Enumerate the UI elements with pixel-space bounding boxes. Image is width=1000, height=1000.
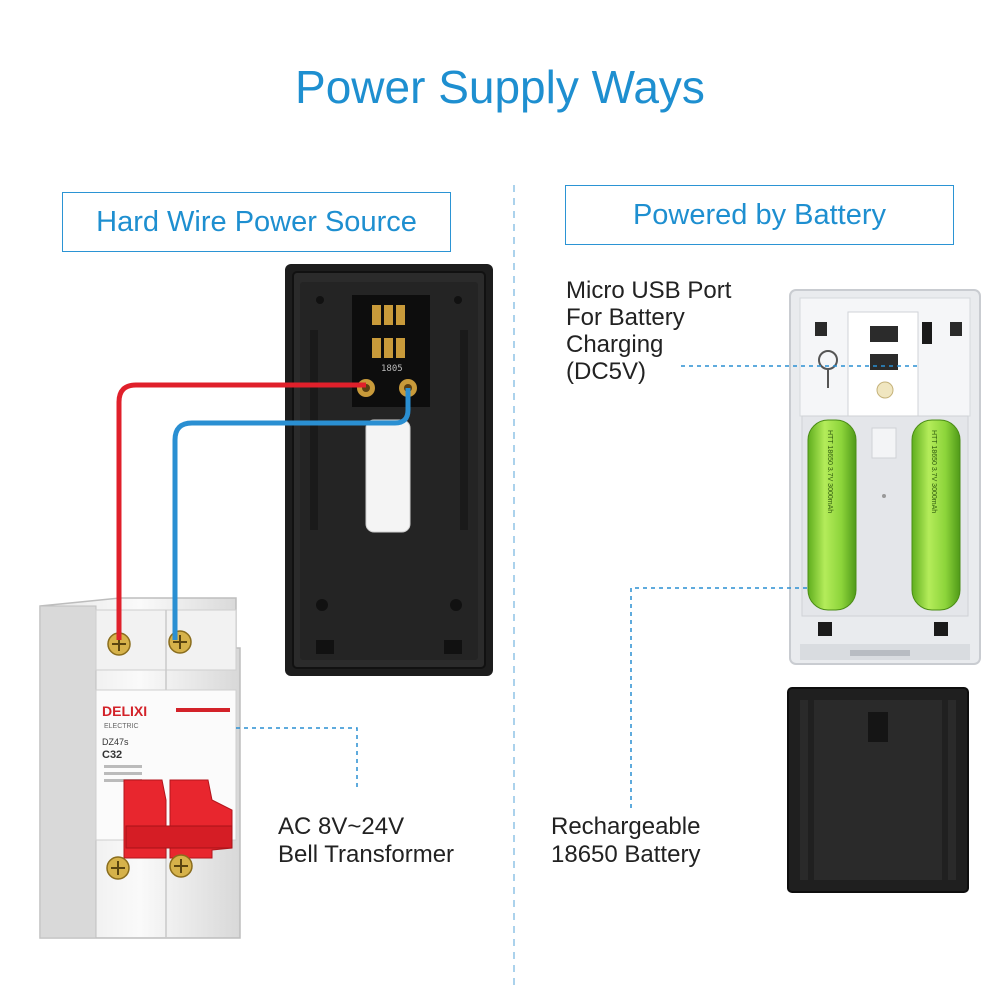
breaker-model: DZ47s [102, 737, 129, 747]
breaker-rating: C32 [102, 749, 122, 761]
blue-wire [172, 388, 411, 640]
usb-caption: Micro USB Port For Battery Charging (DC5… [566, 277, 732, 385]
battery-text-right: HTT 18650 3.7V 3000mAh [930, 430, 937, 513]
transformer-callout [236, 727, 358, 790]
hard-wire-label: Hard Wire Power Source [62, 192, 451, 252]
battery-text-left: HTT 18650 3.7V 3000mAh [826, 430, 833, 513]
battery-callout [630, 587, 808, 808]
circuit-breaker: DELIXI ELECTRIC DZ47s C32 [39, 597, 241, 939]
breaker-brand: DELIXI [102, 703, 147, 719]
breaker-sub: ELECTRIC [104, 723, 139, 730]
transformer-caption: AC 8V~24V Bell Transformer [278, 813, 455, 868]
battery-cover [787, 687, 969, 893]
circuit-board: 1805 [352, 295, 430, 407]
red-wire [116, 382, 366, 640]
battery-label: Powered by Battery [565, 185, 954, 245]
battery-compartment: HTT 18650 3.7V 3000mAh HTT 18650 3.7V 30… [789, 289, 981, 665]
battery-caption: Rechargeable 18650 Battery [551, 813, 701, 868]
board-marking: 1805 [381, 364, 403, 374]
page-title: Power Supply Ways [295, 61, 705, 113]
light-guide [365, 419, 411, 533]
